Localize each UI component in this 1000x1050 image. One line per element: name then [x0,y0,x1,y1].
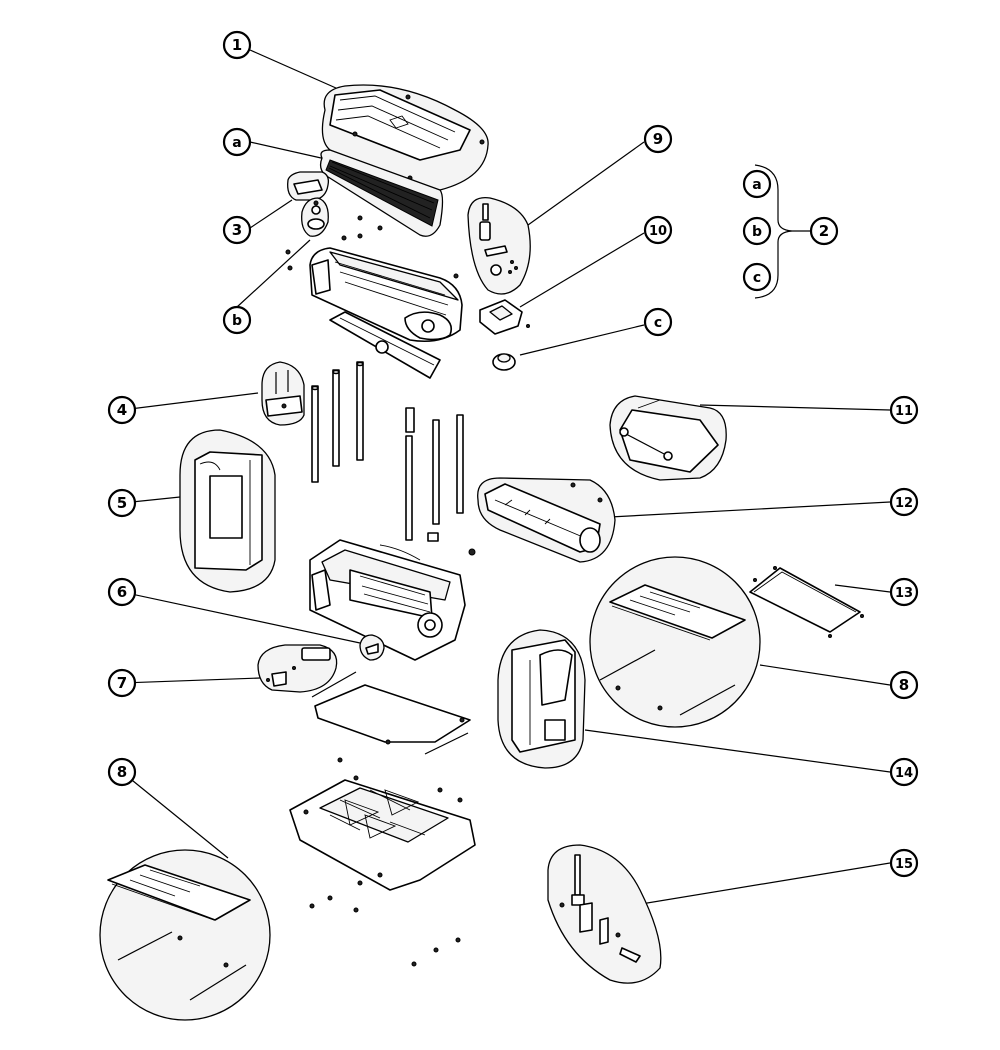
svg-text:9: 9 [653,130,663,148]
part-guide-rods [311,361,464,541]
part-5-side-frame [179,429,276,593]
svg-text:4: 4 [117,401,127,419]
callout-2: 2 [809,216,839,246]
callout-2b: b [742,216,772,246]
svg-text:14: 14 [895,766,913,781]
svg-text:8: 8 [117,763,127,781]
svg-text:b: b [232,313,242,329]
part-15-hardware-kit [547,844,662,984]
callout-10: 10 [643,215,673,245]
callout-b-left: b [222,305,252,335]
callout-5: 5 [107,488,137,518]
svg-text:15: 15 [895,857,913,872]
part-12-roller [477,477,616,563]
callout-1: 1 [222,30,252,60]
callout-a-top: a [222,127,252,157]
part-13-table [749,566,864,638]
svg-text:10: 10 [649,224,667,239]
svg-text:7: 7 [117,674,127,692]
svg-text:b: b [752,224,762,240]
svg-text:a: a [752,177,761,193]
callout-3: 3 [222,215,252,245]
callout-2c: c [742,262,772,292]
svg-text:6: 6 [117,583,127,601]
part-b-pulley [301,197,329,237]
callout-8-left: 8 [107,757,137,787]
svg-text:8: 8 [899,676,909,694]
part-belt [319,149,444,237]
callout-15: 15 [889,848,919,878]
part-7-kit [257,644,338,693]
part-11-cover [609,395,727,481]
part-8-right-extension-table [589,556,761,728]
part-chip-deflector [329,311,441,379]
svg-text:a: a [232,135,241,151]
callout-13: 13 [889,577,919,607]
svg-text:1: 1 [232,36,242,54]
svg-text:3: 3 [232,221,242,239]
part-base-plate [311,671,471,755]
callout-c-mid: c [643,307,673,337]
callout-2a: a [742,169,772,199]
part-10-mount [479,299,530,335]
svg-text:13: 13 [895,586,913,601]
callout-14: 14 [889,757,919,787]
callout-8-right: 8 [889,670,919,700]
part-3-bracket [287,171,330,201]
svg-text:5: 5 [117,494,127,512]
svg-text:2: 2 [819,222,829,240]
leader-lines [121,49,891,906]
svg-text:c: c [753,270,761,286]
callout-4: 4 [107,395,137,425]
part-main-assembly [309,532,476,661]
part-14-side-frame [497,629,586,769]
part-motor-housing [285,215,463,343]
callout-12: 12 [889,487,919,517]
callout-9: 9 [643,124,673,154]
svg-text:12: 12 [895,496,913,511]
svg-text:11: 11 [895,404,913,419]
part-base [289,757,476,967]
part-6-clip [359,634,385,661]
part-8-left-extension-table [99,849,271,1021]
callout-11: 11 [889,395,919,425]
part-9-shaft-assembly [467,196,531,295]
svg-text:c: c [654,315,662,331]
callout-7: 7 [107,668,137,698]
callout-6: 6 [107,577,137,607]
part-c-knob [492,353,516,371]
part-4-bracket [261,361,305,426]
